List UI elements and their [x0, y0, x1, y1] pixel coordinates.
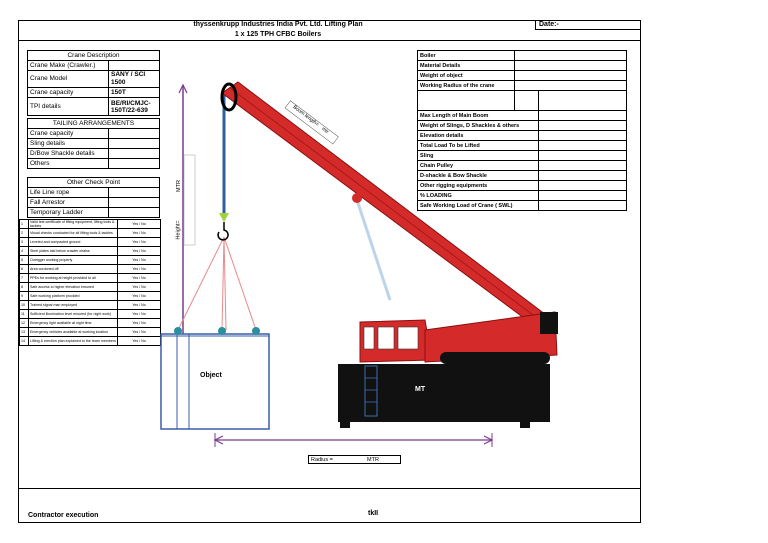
object-box [160, 333, 270, 430]
counterweight [540, 312, 558, 334]
arrow-up-icon [178, 83, 188, 94]
tailing-table: TAILING ARRANGEMENTS Crane capacity Slin… [27, 118, 160, 169]
boom-length-unit: mtr [320, 126, 330, 135]
outrigger-pad [520, 422, 530, 428]
contractor-label: Contractor execution [28, 512, 99, 519]
crane-description-table: Crane Description Crane Make (Crawler.) … [27, 50, 160, 116]
carrier-label: MT [415, 386, 426, 393]
access-ladder [364, 365, 378, 417]
cab-window [363, 326, 375, 350]
radius-unit: MTR [367, 457, 379, 463]
shackle-icon [252, 327, 260, 335]
sling-line [221, 236, 225, 331]
hook-block-icon [219, 213, 229, 222]
table-cell[interactable] [108, 207, 160, 218]
radius-label: Radius = [311, 457, 333, 463]
table-cell[interactable] [108, 158, 160, 169]
sling-line [177, 236, 225, 331]
sling-line [223, 236, 257, 331]
shackle-icon [218, 327, 226, 335]
object-label: Object [200, 372, 222, 379]
mast-pin-icon [352, 193, 362, 203]
checklist-answer[interactable]: Yes / No [117, 336, 161, 346]
page-subtitle: 1 x 125 TPH CFBC Boilers [234, 31, 322, 38]
boom-head-sheave-icon [220, 82, 238, 112]
crane-superstructure [424, 311, 558, 363]
cab-window [377, 326, 395, 350]
page-title: thyssenkrupp Industries India Pvt. Ltd. … [193, 21, 363, 28]
boom-length-label-box [284, 100, 339, 145]
outrigger-pad [340, 422, 350, 428]
backstay-line [355, 199, 392, 301]
date-field[interactable]: Date:- [535, 20, 641, 30]
mtr-label-box [183, 154, 196, 246]
sling-line [223, 236, 227, 331]
header-divider [18, 40, 641, 41]
table-cell: TPI details [27, 97, 109, 116]
cab-window [397, 326, 419, 350]
table-row [417, 90, 628, 111]
crawler-carrier [338, 364, 550, 422]
lifting-plan-page [18, 20, 641, 523]
crawler-top [440, 352, 550, 364]
table-row: Safe Working Load of Crane ( SWL) [417, 200, 628, 211]
header: thyssenkrupp Industries India Pvt. Ltd. … [18, 20, 641, 42]
table-cell[interactable] [537, 200, 628, 211]
company-label: tkII [368, 510, 379, 517]
table-cell[interactable]: BE/RI/CMJC-150T/22-639 [108, 97, 160, 116]
footer-divider [18, 488, 641, 489]
hook-icon [217, 222, 229, 241]
radius-field[interactable]: Radius = MTR [308, 455, 401, 464]
shackle-icon [174, 327, 182, 335]
other-check-table: Other Check Point Life Line rope Fall Ar… [27, 177, 160, 218]
